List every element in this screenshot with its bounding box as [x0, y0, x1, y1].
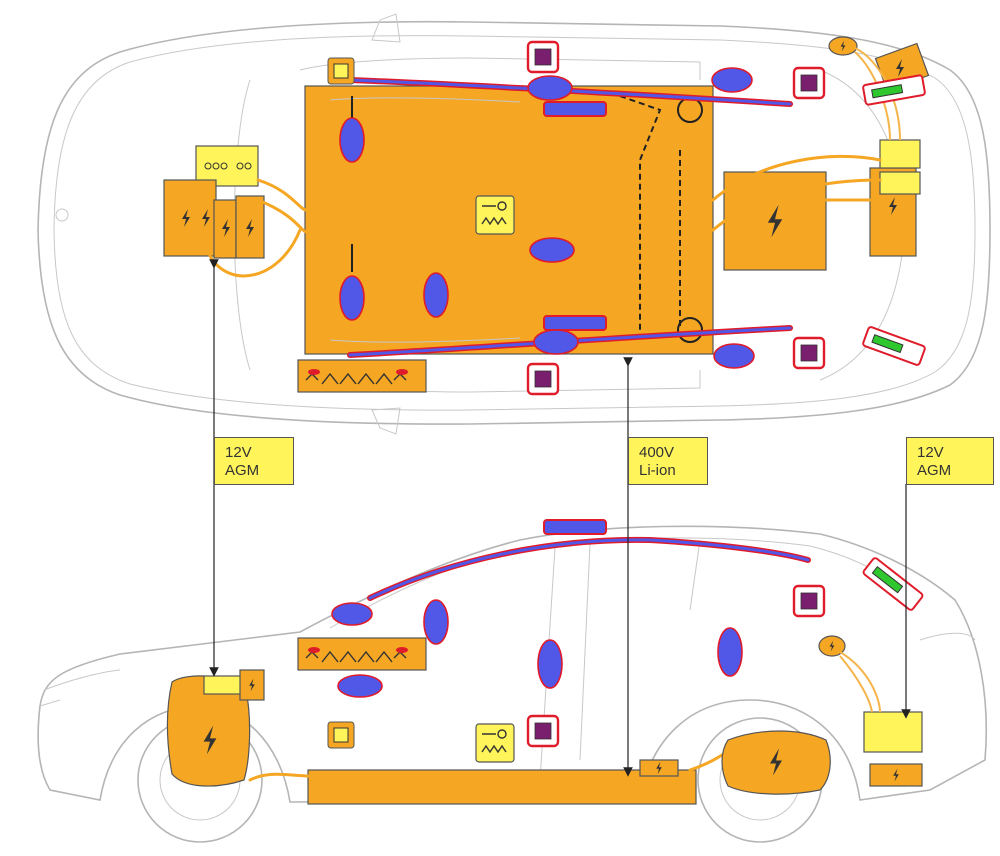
square-sensor-icon — [792, 584, 826, 618]
pretensioner-top-left — [327, 57, 355, 85]
square-sensor-icon — [792, 66, 826, 100]
side-crash-sensors — [526, 584, 826, 748]
side-airbags — [331, 599, 743, 698]
side-gas-strut — [862, 557, 924, 611]
callout-front-12v-agm: 12V AGM — [214, 437, 294, 485]
rear-motor-hv-unit — [711, 139, 921, 271]
side-reinforcement-zone — [297, 637, 427, 671]
callout-rear-12v-line1: 12V — [917, 444, 944, 461]
square-sensor-icon — [526, 362, 560, 396]
callout-rear-12v-line2: AGM — [917, 462, 952, 479]
top-view — [37, 13, 991, 435]
gas-strut-icons-top — [862, 74, 926, 366]
crash-sensors-top — [526, 40, 826, 396]
side-rear-hv-unit — [721, 635, 923, 795]
callout-front-12v-line2: AGM — [225, 462, 260, 479]
side-view — [37, 519, 988, 843]
callout-rear-12v-agm: 12V AGM — [906, 437, 994, 485]
square-sensor-icon — [792, 336, 826, 370]
reinforcement-zone-top — [297, 359, 427, 393]
square-sensor-icon — [526, 714, 560, 748]
callout-hv-400v-li-ion: 400V Li-ion — [628, 437, 708, 485]
square-sensor-icon — [526, 40, 560, 74]
pretensioner-center-icon — [475, 195, 515, 235]
callout-front-12v-line1: 12V — [225, 444, 252, 461]
front-12v-battery-group — [163, 145, 308, 278]
callout-hv-line1: 400V — [639, 444, 675, 461]
airbags-top — [339, 67, 755, 369]
side-pretensioner — [327, 721, 515, 763]
callout-hv-line2: Li-ion — [639, 462, 676, 479]
side-front-hv-unit — [166, 669, 265, 787]
